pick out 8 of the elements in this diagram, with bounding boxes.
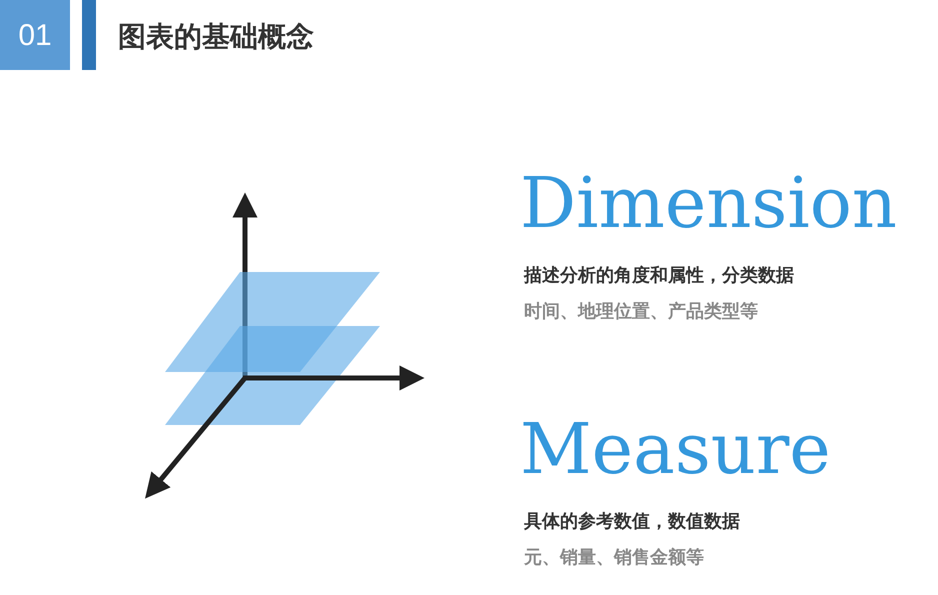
description-text: 描述分析的角度和属性，分类数据 bbox=[524, 264, 794, 287]
heading: Measure bbox=[520, 414, 831, 484]
example-text: 时间、地理位置、产品类型等 bbox=[524, 300, 758, 323]
heading: Dimension bbox=[520, 168, 897, 238]
number-badge: 01 bbox=[0, 0, 70, 70]
page-title: 图表的基础概念 bbox=[118, 20, 314, 54]
example-text: 元、销量、销售金额等 bbox=[524, 546, 704, 569]
description-text: 具体的参考数值，数值数据 bbox=[524, 510, 740, 533]
